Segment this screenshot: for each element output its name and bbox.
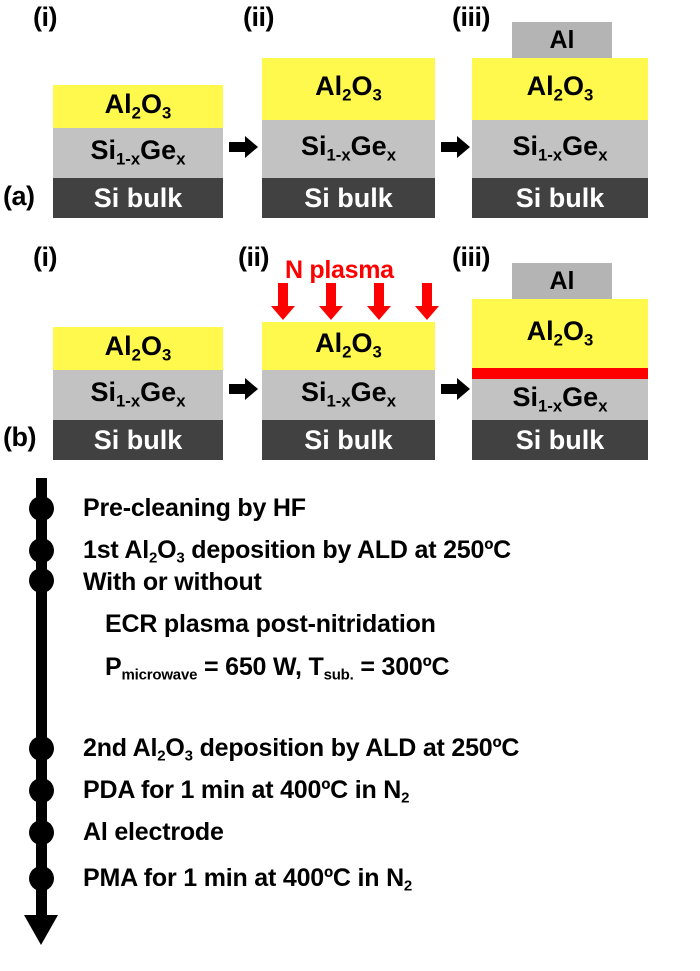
label-si-bulk: Si bulk: [304, 182, 393, 213]
plasma-arrow-4: [414, 283, 440, 320]
row-label-a: (a): [3, 181, 35, 211]
stack-b-i-layer-sige: Si1-xGex: [53, 370, 223, 420]
process-step-text: PMA for 1 min at 400ºC in N2: [83, 864, 413, 895]
row-label-b: (b): [3, 422, 36, 452]
label-sige: Si1-xGex: [512, 131, 608, 165]
stack-a-i-layer-oxide: Al2O3: [53, 85, 223, 128]
stack-b-iii-layer-sige: Si1-xGex: [472, 379, 648, 420]
stack-b-iii-layer-si-bulk: Si bulk: [472, 420, 648, 460]
panel-label-b-ii: (ii): [238, 242, 270, 272]
process-step-plasma-params: Pmicrowave = 650 W, Tsub. = 300ºC: [105, 653, 450, 684]
stack-a-ii-layer-si-bulk: Si bulk: [262, 178, 435, 218]
stack-a-i-layer-si-bulk: Si bulk: [53, 178, 223, 218]
stack-b-iii-layer-oxide: Al2O3: [472, 299, 648, 368]
plasma-arrow-3: [366, 283, 392, 320]
label-si-bulk: Si bulk: [515, 182, 605, 213]
label-al2o3: Al2O3: [526, 71, 594, 105]
process-step-pma: PMA for 1 min at 400ºC in N2: [83, 866, 412, 894]
label-sige: Si1-xGex: [512, 381, 608, 416]
stack-b-i-layer-oxide: Al2O3: [53, 327, 223, 370]
stack-a-iii-layer-sige: Si1-xGex: [472, 120, 648, 178]
panel-label-b-i: (i): [33, 242, 57, 272]
timeline-dot-5: [29, 778, 54, 803]
stack-b-i-layer-si-bulk: Si bulk: [53, 420, 223, 460]
timeline-dot-3: [29, 568, 54, 593]
process-step-pda: PDA for 1 min at 400ºC in N2: [83, 776, 410, 807]
stack-b-ii-layer-sige: Si1-xGex: [262, 370, 435, 420]
label-al2o3: Al2O3: [315, 328, 382, 362]
process-step-first-ald: 1st Al2O3 deposition by ALD at 250ºC: [83, 538, 511, 566]
process-step-text: Pmicrowave = 650 W, Tsub. = 300ºC: [105, 653, 450, 684]
process-step-text: ECR plasma post-nitridation: [105, 610, 436, 638]
stack-a-ii-layer-oxide: Al2O3: [262, 58, 435, 120]
timeline-dot-4: [29, 736, 54, 761]
stack-a-i-layer-sige: Si1-xGex: [53, 128, 223, 178]
plasma-arrow-1: [270, 283, 296, 320]
label-sige: Si1-xGex: [300, 131, 397, 165]
plasma-arrow-2: [318, 283, 344, 320]
label-si-bulk: Si bulk: [93, 182, 183, 213]
stack-b-ii-layer-oxide: Al2O3: [262, 322, 435, 370]
label-sige: Si1-xGex: [300, 377, 397, 411]
label-sige: Si1-xGex: [90, 135, 186, 169]
label-al2o3: Al2O3: [104, 330, 172, 365]
timeline-arrowhead-icon: [24, 915, 58, 945]
process-step-text: 2nd Al2O3 deposition by ALD at 250ºC: [83, 734, 520, 765]
process-step-text: Pre-cleaning by HF: [83, 494, 306, 522]
panel-label-a-ii: (ii): [243, 2, 275, 32]
label-al2o3: Al2O3: [315, 71, 382, 105]
panel-label-b-iii: (iii): [452, 242, 491, 272]
stack-a-iii-layer-oxide: Al2O3: [472, 58, 648, 120]
process-step-second-ald: 2nd Al2O3 deposition by ALD at 250ºC: [83, 736, 519, 764]
label-si-bulk: Si bulk: [515, 424, 605, 455]
panel-label-a-i: (i): [33, 2, 57, 32]
label-al: Al: [549, 25, 575, 54]
n-plasma-label: N plasma: [285, 256, 394, 284]
process-step-ecr-plasma: ECR plasma post-nitridation: [105, 612, 436, 637]
label-si-bulk: Si bulk: [93, 424, 183, 455]
timeline-dot-7: [29, 866, 54, 891]
process-step-optional-nitridation: With or without: [83, 570, 262, 595]
process-step-pre-clean: Pre-cleaning by HF: [83, 496, 306, 521]
timeline-dot-1: [29, 496, 54, 521]
label-al2o3: Al2O3: [526, 315, 594, 350]
stack-a-iii-electrode-al: Al: [512, 22, 612, 58]
process-step-text: With or without: [83, 568, 262, 596]
process-step-text: PDA for 1 min at 400ºC in N2: [83, 776, 410, 807]
timeline-dot-6: [29, 820, 54, 845]
label-sige: Si1-xGex: [90, 377, 186, 411]
stack-b-iii-layer-nitrided-interface: [472, 368, 648, 379]
label-al2o3: Al2O3: [104, 88, 172, 123]
stack-a-ii-layer-sige: Si1-xGex: [262, 120, 435, 178]
panel-label-a-iii: (iii): [452, 2, 491, 32]
stack-b-iii-electrode-al: Al: [512, 263, 612, 299]
timeline-dot-2: [29, 538, 54, 563]
process-step-al-electrode: Al electrode: [83, 820, 224, 845]
process-step-text: Al electrode: [83, 818, 224, 846]
stack-a-iii-layer-si-bulk: Si bulk: [472, 178, 648, 218]
label-al: Al: [549, 266, 575, 295]
label-si-bulk: Si bulk: [304, 424, 393, 455]
timeline-axis: [36, 478, 47, 918]
stack-b-ii-layer-si-bulk: Si bulk: [262, 420, 435, 460]
process-step-text: 1st Al2O3 deposition by ALD at 250ºC: [83, 536, 511, 567]
